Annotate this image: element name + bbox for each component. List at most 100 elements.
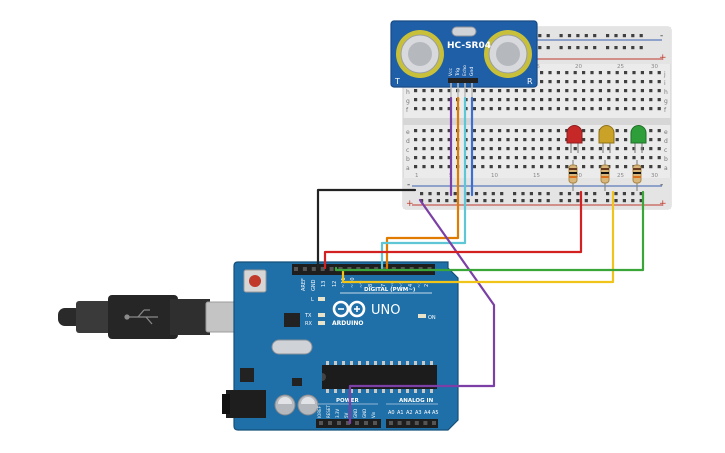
row-letter-b: b xyxy=(406,156,410,163)
pin-label-trig: Trig xyxy=(455,68,461,77)
wire-green-led[interactable] xyxy=(334,190,645,272)
wire-red-led[interactable] xyxy=(323,190,583,270)
row-letter-i-right: i xyxy=(664,80,666,87)
label-pin5: ~5 xyxy=(399,281,405,288)
label-vin: Vin xyxy=(371,411,376,418)
label-pin2: 2 xyxy=(424,284,430,287)
arduino-logo xyxy=(332,300,366,318)
row-letter-g-right: g xyxy=(664,98,668,105)
crystal-oscillator xyxy=(271,339,313,355)
atmega-chip-pins xyxy=(326,361,433,393)
label-pin7: 7 xyxy=(381,284,387,287)
row-letter-h: h xyxy=(406,89,410,96)
label-a3: A3 xyxy=(415,410,422,416)
voltage-regulator xyxy=(240,368,254,382)
bottom-rail-minus-label-right: - xyxy=(660,180,663,190)
row-letter-j-right: j xyxy=(663,71,666,78)
reset-button-cap[interactable] xyxy=(249,275,261,287)
resistor-red-led xyxy=(568,160,578,191)
label-a4: A4 xyxy=(424,410,431,416)
bottom-rail-plus-label: + xyxy=(406,199,414,209)
label-pin4: 4 xyxy=(408,284,414,287)
label-l: L xyxy=(311,297,314,303)
rx-led xyxy=(318,321,325,325)
tx-led xyxy=(318,313,325,317)
label-pin8: 8 xyxy=(368,284,374,287)
pin-label-echo: Echo xyxy=(462,65,468,76)
label-reset: RESET xyxy=(326,405,331,418)
label-ioref: IOREF xyxy=(317,405,322,418)
sensor-crystal xyxy=(451,26,477,37)
row-letter-c-right: c xyxy=(664,147,667,154)
row-letter-h-right: h xyxy=(664,89,668,96)
wire-gnd-rail-to-arduino[interactable] xyxy=(316,188,417,270)
row-letter-f-right: f xyxy=(664,107,667,114)
label-3v3: 3.3V xyxy=(335,409,340,418)
led-yellow xyxy=(598,125,615,153)
pin-label-vcc: Vcc xyxy=(448,67,454,76)
analog-in-label: ANALOG IN xyxy=(399,398,434,404)
row-letter-a-right: a xyxy=(664,165,668,172)
on-led xyxy=(418,314,426,318)
pin-label-gnd: Gnd xyxy=(469,67,475,76)
sensor-pin-labels: Vcc Trig Echo Gnd xyxy=(448,65,475,77)
sensor-model-label: HC-SR04 xyxy=(447,41,491,51)
bottom-header-pins xyxy=(319,421,436,425)
usb-icon xyxy=(124,309,158,325)
resistor-yellow-led xyxy=(600,160,610,191)
led-red-body xyxy=(566,125,583,144)
column-number-30: 30 xyxy=(651,64,658,70)
row-letter-d-right: d xyxy=(664,138,668,145)
column-number-15-bottom: 15 xyxy=(533,173,540,179)
sensor-t-marker: T xyxy=(394,77,400,86)
analog-pin-labels: A0 A1 A2 A3 A4 A5 xyxy=(388,410,439,416)
label-pin6: ~6 xyxy=(390,281,396,288)
status-leds: L TX RX xyxy=(304,297,325,327)
label-pin12: 12 xyxy=(332,281,338,287)
row-letter-e: e xyxy=(406,129,410,136)
power-pin-labels: IOREF RESET 3.3V 5V GND GND Vin xyxy=(317,405,376,418)
led-green xyxy=(630,125,647,153)
label-a1: A1 xyxy=(397,410,404,416)
wires xyxy=(316,96,645,425)
bottom-rail-minus-label: - xyxy=(407,180,410,190)
label-gnd-1: GND xyxy=(353,409,358,418)
row-letter-d: d xyxy=(406,138,410,145)
column-number-20: 20 xyxy=(575,64,582,70)
column-number-25: 25 xyxy=(617,64,624,70)
capacitors xyxy=(274,394,319,416)
bottom-rail-plus-label-right: + xyxy=(659,199,667,209)
label-on: ON xyxy=(428,315,436,321)
dc-power-jack xyxy=(226,390,266,418)
row-letter-g: g xyxy=(406,98,410,105)
arduino-brand-label: ARDUINO xyxy=(332,320,363,327)
sensor-r-marker: R xyxy=(527,77,533,86)
wire-echo-to-pin8[interactable] xyxy=(380,96,467,270)
wire-yellow-led[interactable] xyxy=(341,190,615,284)
top-rail-minus-label: - xyxy=(660,31,663,41)
label-aref: AREF xyxy=(301,278,307,291)
led-green-body xyxy=(630,125,647,144)
label-a2: A2 xyxy=(406,410,413,416)
column-number-25-bottom: 25 xyxy=(617,173,624,179)
column-number-1-bottom: 1 xyxy=(415,173,419,179)
sensor-pin-headers xyxy=(448,78,478,98)
label-gnd-2: GND xyxy=(362,409,367,418)
row-letter-f: f xyxy=(406,107,409,114)
label-a5: A5 xyxy=(432,410,439,416)
small-ic xyxy=(292,378,302,386)
power-label: POWER xyxy=(336,398,360,404)
resistor-green-led xyxy=(632,160,642,191)
led-red xyxy=(566,125,583,153)
l-led xyxy=(318,297,325,301)
center-channel xyxy=(403,118,671,125)
row-letter-c: c xyxy=(406,147,409,154)
arduino-model-label: UNO xyxy=(371,303,400,318)
column-number-10-bottom: 10 xyxy=(491,173,498,179)
label-pin9: ~9 xyxy=(359,281,365,288)
analog-header xyxy=(386,419,438,428)
column-number-20-bottom: 20 xyxy=(575,173,582,179)
digital-pwm-label: DIGITAL (PWM~) xyxy=(364,287,416,293)
ultrasonic-sensor: HC-SR04 T R Vcc Trig Echo Gnd xyxy=(390,20,538,98)
